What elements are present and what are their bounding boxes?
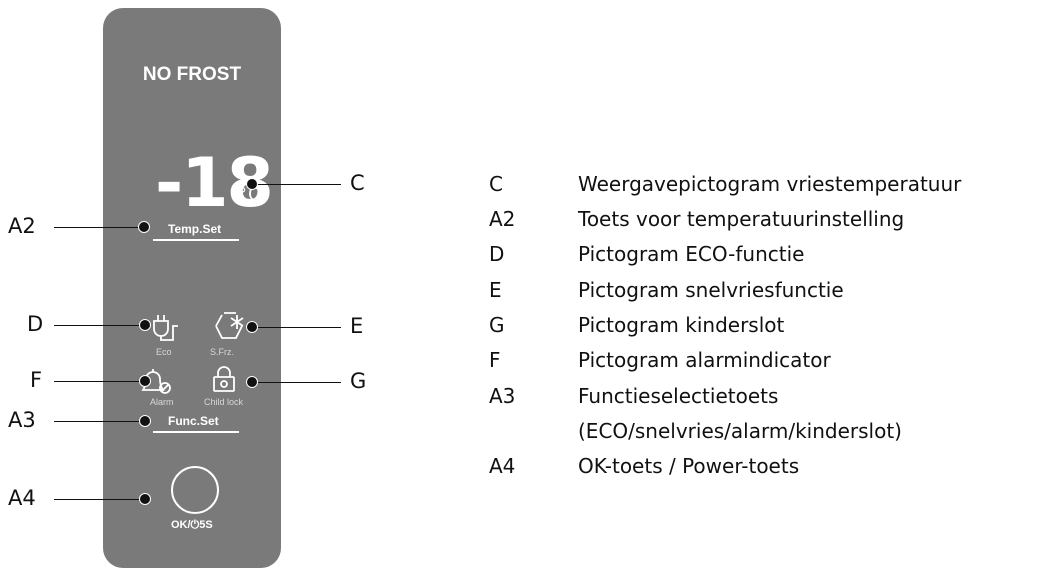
legend-text: Pictogram snelvriesfunctie [578,278,844,302]
legend-key: D [489,242,505,266]
sfrz-label: S.Frz. [210,347,234,357]
ok-power-label: OK/⏻5S [171,519,213,531]
callout-dot-c [246,178,258,190]
leader-line-d [54,325,144,326]
legend-text: Weergavepictogram vriestemperatuur [578,172,962,196]
leader-line-a3 [54,421,144,422]
callout-dot-a3 [139,415,151,427]
func-set-underline [153,431,239,433]
alarm-label: Alarm [150,397,174,407]
callout-dot-f [139,375,151,387]
callout-label-g: G [350,369,367,393]
legend-key: A4 [489,454,516,478]
ok-power-button[interactable] [171,466,219,514]
legend-key: A2 [489,207,516,231]
legend-text: (ECO/snelvries/alarm/kinderslot) [578,419,902,443]
leader-line-f [54,381,144,382]
callout-label-f: F [30,368,43,392]
leader-line-e [253,327,341,328]
legend-text: Pictogram kinderslot [578,313,785,337]
callout-label-d: D [27,312,44,336]
legend-key: F [489,348,501,372]
callout-dot-a2 [138,221,150,233]
callout-dot-g [246,376,258,388]
callout-dot-a4 [139,493,151,505]
callout-label-a2: A2 [8,214,36,238]
leader-line-a4 [54,499,144,500]
snowflake-hexagon-icon [215,312,244,339]
legend-text: Functieselectietoets [578,384,779,408]
leader-line-a2 [54,227,144,228]
legend-key: C [489,172,503,196]
child-lock-label: Child lock [204,397,244,407]
callout-dot-e [246,321,258,333]
padlock-icon [213,366,235,392]
legend-text: OK-toets / Power-toets [578,454,800,478]
plug-eco-icon [153,315,178,341]
callout-label-a3: A3 [8,408,36,432]
temp-set-underline [153,239,239,241]
brand-label: NO FROST [142,64,242,85]
temperature-unit: °C [237,184,259,205]
temp-set-button[interactable]: Temp.Set [168,222,222,236]
legend-text: Toets voor temperatuurinstelling [578,207,905,231]
func-set-button[interactable]: Func.Set [168,414,219,428]
legend-text: Pictogram alarmindicator [578,348,831,372]
legend-key: G [489,313,505,337]
legend-text: Pictogram ECO-functie [578,242,805,266]
callout-label-c: C [350,171,365,195]
eco-label: Eco [156,347,172,357]
legend-key: E [489,278,502,302]
callout-label-e: E [350,314,364,338]
callout-dot-d [139,319,151,331]
legend-key: A3 [489,384,516,408]
callout-label-a4: A4 [8,486,36,510]
leader-line-c [253,184,341,185]
leader-line-g [253,382,341,383]
